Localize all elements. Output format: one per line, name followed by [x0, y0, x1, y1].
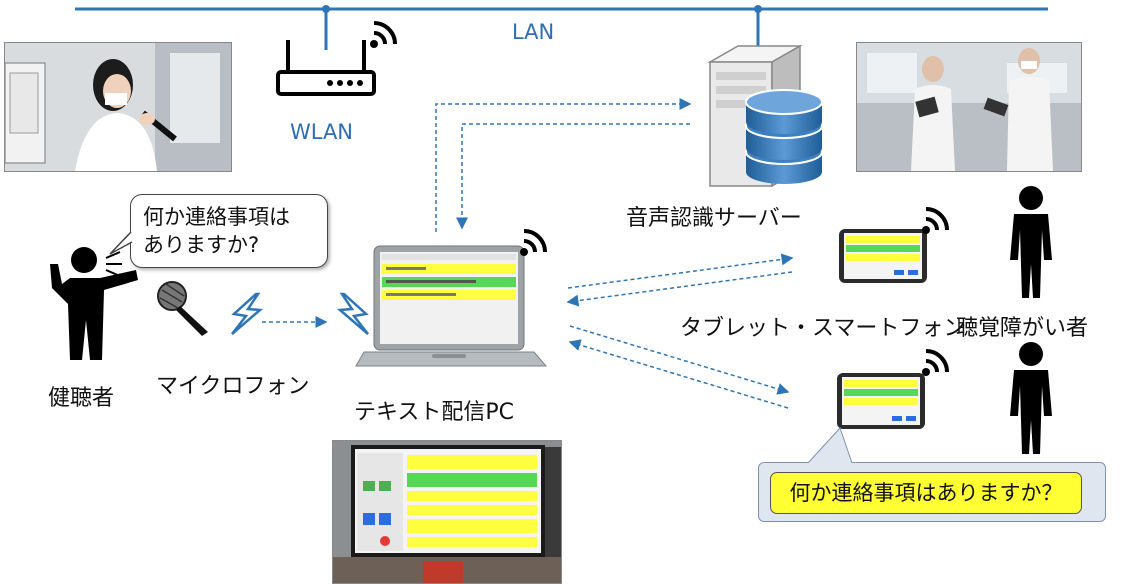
router-icon — [276, 40, 376, 96]
lan-line — [75, 5, 1048, 40]
photo-tablet-users — [856, 42, 1082, 172]
hearing-impaired-label: 聴覚障がい者 — [956, 316, 1089, 341]
text-pc-label: テキスト配信PC — [354, 400, 514, 425]
photo-speaker — [4, 42, 232, 172]
person-icon — [1010, 186, 1052, 298]
speaker-label: 健聴者 — [48, 386, 115, 411]
lan-label: LAN — [512, 20, 555, 44]
laptop-icon — [355, 245, 548, 367]
microphone-label: マイクロフォン — [156, 374, 310, 399]
lightning-icon — [231, 292, 264, 335]
wifi-icon — [922, 349, 949, 376]
callout-text: 何か連絡事項はありますか？ — [770, 472, 1082, 514]
microphone-icon — [157, 281, 208, 336]
wifi-icon — [520, 229, 547, 256]
person-icon — [1010, 342, 1052, 454]
wifi-icon — [370, 21, 397, 48]
wlan-label: WLAN — [290, 120, 354, 144]
tablet-icon — [837, 373, 925, 429]
tablet-label: タブレット・スマートフォン — [680, 316, 966, 341]
server-label: 音声認識サーバー — [626, 206, 802, 231]
callout-pointer — [807, 427, 853, 466]
tablet-icon — [839, 229, 927, 283]
person-icon — [50, 247, 138, 360]
speech-line-2: ありますか? — [143, 233, 260, 257]
photo-display — [332, 440, 562, 584]
lightning-icon — [336, 292, 369, 335]
speech-bubble-tail — [109, 231, 133, 255]
wifi-icon — [922, 207, 949, 234]
speech-bubble: 何か連絡事項は ありますか? — [130, 194, 328, 268]
database-icon — [745, 89, 823, 184]
speech-line-1: 何か連絡事項は — [143, 205, 290, 229]
